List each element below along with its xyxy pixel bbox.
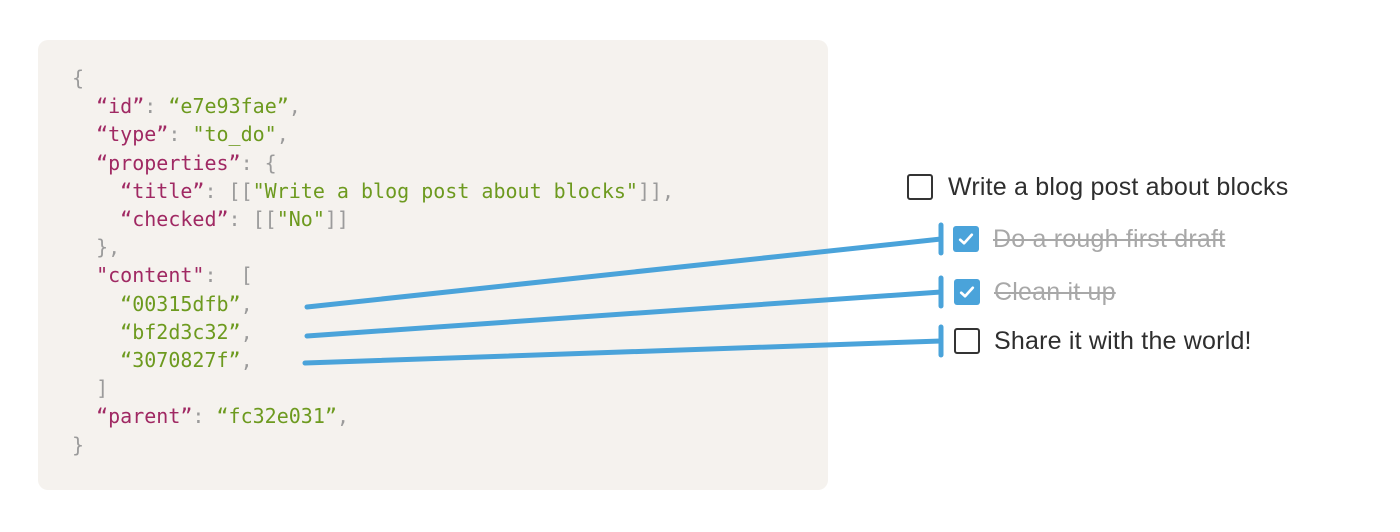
code-line: “checked”: [["No"]] — [120, 207, 349, 232]
code-line: "content": [ — [96, 263, 253, 288]
code-line: “type”: "to_do", — [96, 122, 289, 147]
code-line: ] — [72, 376, 109, 401]
code-line: }, — [72, 235, 121, 260]
todo-label: Clean it up — [994, 277, 1116, 306]
checkbox-checked-icon[interactable] — [954, 279, 980, 305]
json-code: { “id”: “e7e93fae”, “type”: "to_do", “pr… — [38, 40, 828, 459]
checkbox-unchecked-icon[interactable] — [954, 328, 980, 354]
code-line: “id”: “e7e93fae”, — [96, 94, 301, 119]
todo-label: Share it with the world! — [994, 326, 1252, 355]
code-line: “3070827f”, — [120, 348, 253, 373]
checkbox-checked-icon[interactable] — [953, 226, 979, 252]
todo-item-clean-it-up: Clean it up — [954, 276, 1116, 308]
code-line: “properties”: { — [96, 150, 277, 175]
todo-label: Do a rough first draft — [993, 224, 1226, 253]
code-line: } — [72, 432, 85, 457]
code-line: “bf2d3c32”, — [120, 319, 253, 344]
checkbox-unchecked-icon[interactable] — [907, 174, 933, 200]
code-line: “title”: [["Write a blog post about bloc… — [120, 178, 675, 203]
code-line: { — [72, 66, 85, 90]
code-line: “parent”: “fc32e031”, — [96, 404, 349, 429]
json-code-block: { “id”: “e7e93fae”, “type”: "to_do", “pr… — [38, 40, 828, 490]
todo-item-share-it: Share it with the world! — [954, 325, 1252, 357]
code-line: “00315dfb”, — [120, 291, 253, 316]
todo-item-rough-first-draft: Do a rough first draft — [953, 223, 1225, 255]
todo-label: Write a blog post about blocks — [948, 172, 1289, 201]
todo-item-write-blog-post: Write a blog post about blocks — [907, 171, 1288, 203]
